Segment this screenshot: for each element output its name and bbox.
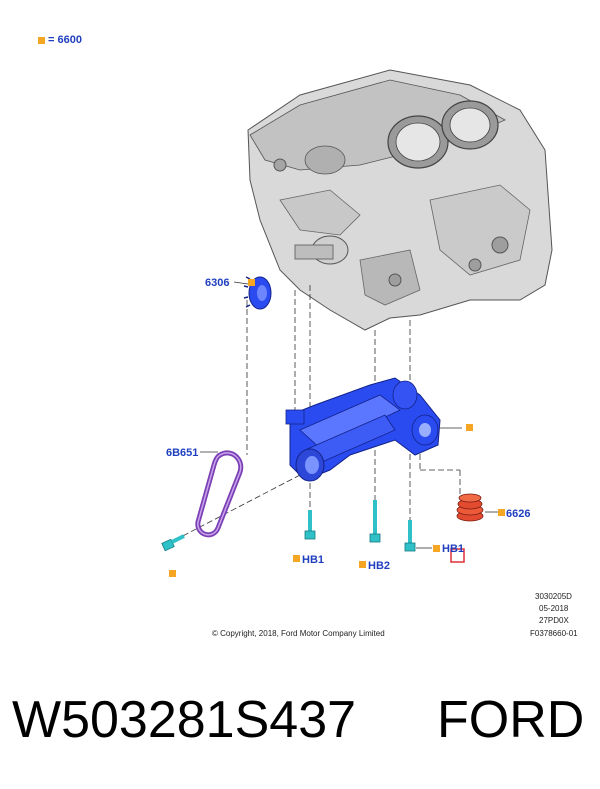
meta-figure: F0378660-01 bbox=[530, 629, 578, 638]
highlight-box bbox=[450, 548, 465, 563]
exploded-diagram: 6306 6B651 6626 HB1 HB2 HB1 3030205D 05-… bbox=[161, 69, 578, 638]
oil-pump bbox=[285, 377, 441, 482]
copyright: © Copyright, 2018, Ford Motor Company Li… bbox=[212, 629, 385, 638]
part-number: W503281S437 bbox=[12, 691, 357, 749]
callout-hb2: HB2 bbox=[368, 560, 390, 572]
marker-sprocket bbox=[248, 279, 255, 286]
pump-drive-chain bbox=[195, 450, 244, 538]
callout-6b651: 6B651 bbox=[166, 447, 198, 459]
callout-6626: 6626 bbox=[506, 508, 530, 520]
bolt-left bbox=[161, 534, 185, 552]
engine-block bbox=[247, 69, 553, 331]
marker-pump bbox=[466, 424, 473, 431]
callout-hb1-right: HB1 bbox=[442, 543, 464, 555]
caption: W503281S437 FORD bbox=[0, 690, 600, 760]
meta-model: 27PD0X bbox=[539, 616, 569, 625]
meta-code: 3030205D bbox=[535, 592, 572, 601]
pickup-screen bbox=[456, 493, 484, 522]
assembly-lines bbox=[174, 285, 461, 541]
marker-hb1-left bbox=[293, 555, 300, 562]
callout-hb1-left: HB1 bbox=[302, 554, 324, 566]
legend-label: = 6600 bbox=[48, 34, 82, 46]
callout-6306: 6306 bbox=[205, 277, 229, 289]
leader-lines bbox=[200, 281, 498, 549]
meta-date: 05-2018 bbox=[539, 604, 569, 613]
fastener-markers bbox=[169, 279, 505, 577]
legend-marker-icon bbox=[38, 36, 45, 44]
marker-screen bbox=[498, 509, 505, 516]
bolt-hb1-left bbox=[304, 510, 316, 540]
brand-name: FORD bbox=[437, 691, 585, 749]
legend: = 6600 bbox=[38, 34, 82, 46]
marker-hb1-right bbox=[433, 545, 440, 552]
marker-hb2 bbox=[359, 561, 366, 568]
marker-bolt-left bbox=[169, 570, 176, 577]
bolt-hb1-right bbox=[404, 520, 416, 552]
bolt-hb2 bbox=[369, 500, 381, 543]
